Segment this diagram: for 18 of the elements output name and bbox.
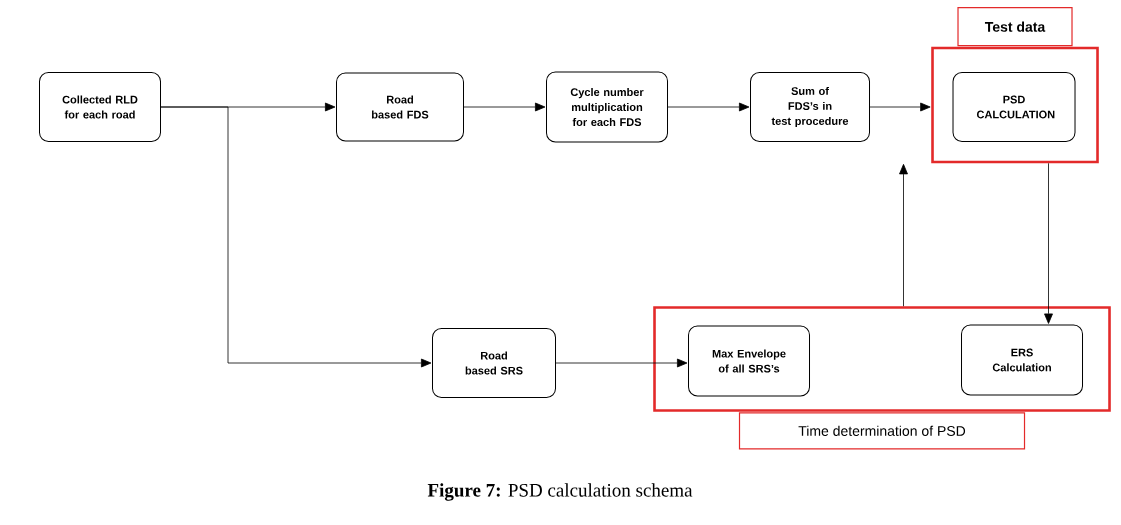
arrow	[899, 163, 908, 307]
figure-caption: Figure 7: PSD calculation schema	[427, 483, 693, 501]
heading-box: Test data	[957, 7, 1073, 47]
process-box: Road based SRS	[432, 328, 556, 398]
arrow	[555, 358, 688, 368]
process-box: Collected RLD for each road	[39, 72, 161, 142]
arrow	[667, 102, 750, 112]
process-box: Max Envelope of all SRS’s	[688, 325, 810, 397]
process-box: Sum of FDS’s in test procedure	[750, 72, 870, 142]
arrow	[1044, 162, 1053, 324]
process-box: PSD CALCULATION	[952, 72, 1076, 142]
process-box: ERS Calculation	[961, 324, 1083, 396]
arrow	[160, 106, 432, 368]
arrow	[463, 102, 546, 112]
heading-box: Time determination of PSD	[738, 412, 1026, 450]
process-box: Cycle number multiplication for each FDS	[546, 71, 668, 143]
arrow	[869, 102, 931, 112]
process-box: Road based FDS	[336, 72, 464, 142]
